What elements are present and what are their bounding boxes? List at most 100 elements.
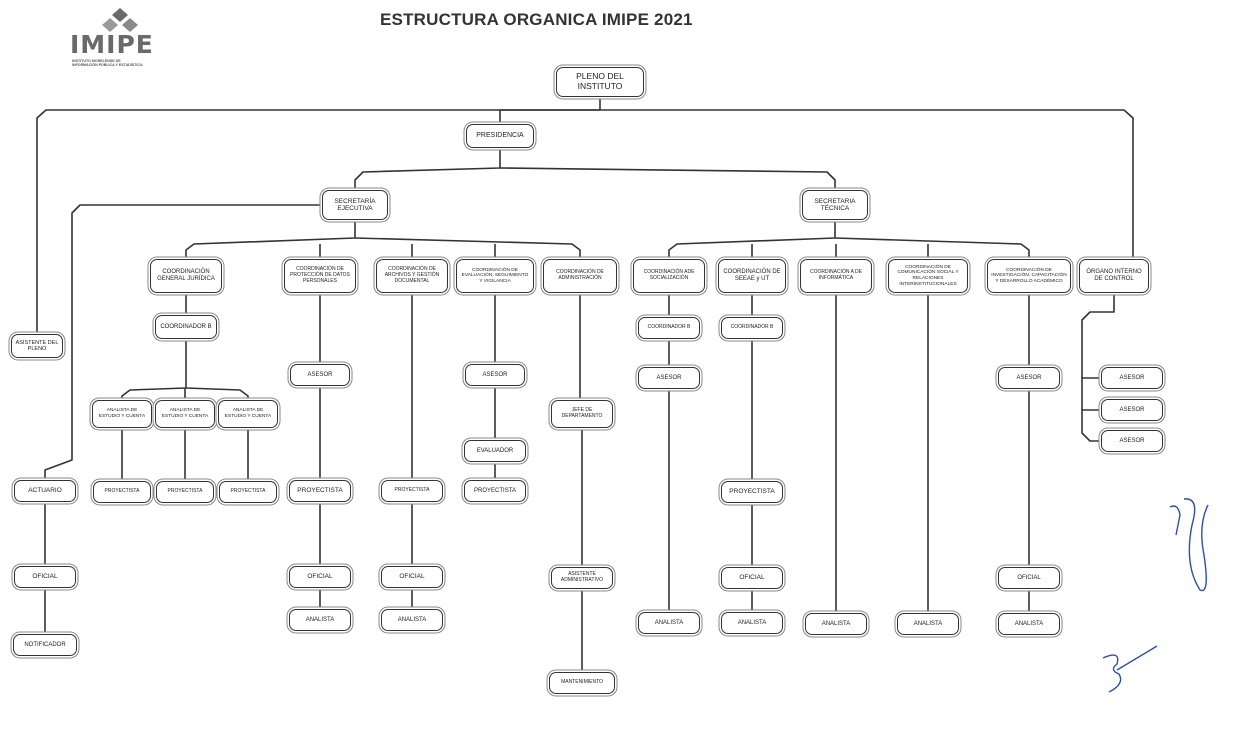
node-label: COORDINACIÓN DE COMUNICACIÓN SOCIAL Y RE… (897, 264, 959, 287)
node-asesor-investigacion: ASESOR (998, 367, 1060, 389)
node-label: ANALISTA (1014, 620, 1044, 627)
node-organo-control: ÓRGANO INTERNO DE CONTROL (1079, 259, 1149, 293)
node-label: COORDINADOR B (160, 323, 212, 330)
node-label: OFICIAL (32, 573, 58, 581)
node-label: MANTENIMIENTO (561, 679, 603, 686)
node-label: PLENO DEL INSTITUTO (576, 71, 624, 91)
signature-stroke-1 (1169, 498, 1209, 592)
node-label: ANALISTA DE ESTUDIO Y CUENTA (161, 408, 209, 419)
node-label: COORDINACIÓN DE EVALUACIÓN, SEGUIMIENTO … (461, 267, 529, 284)
node-actuario: ACTUARIO (14, 480, 76, 502)
node-label: ANALISTA DE ESTUDIO Y CUENTA (98, 408, 146, 419)
node-label: ANALISTA (821, 620, 851, 627)
node-label: OFICIAL (307, 573, 333, 581)
connector-line (121, 339, 187, 400)
node-label: ÓRGANO INTERNO DE CONTROL (1086, 269, 1142, 282)
node-analista-datos: ANALISTA (289, 609, 351, 631)
node-label: ANALISTA (913, 620, 943, 627)
connector-line (668, 220, 836, 259)
node-label: ASESOR (656, 374, 682, 381)
node-label: ANALISTA (654, 619, 684, 626)
node-coordinador-b-seeae: COORDINADOR B (721, 317, 783, 339)
logo-cube-icon (102, 8, 138, 32)
node-label: ACTUARIO (28, 487, 62, 495)
node-label: ASESOR (482, 371, 508, 378)
logo-subtitle-line-2: INFORMACIÓN PÚBLICA Y ESTADÍSTICA (72, 63, 143, 67)
node-coord-archivos: COORDINACIÓN DE ARCHIVOS Y GESTIÓN DOCUM… (376, 259, 448, 293)
node-proyectista-1: PROYECTISTA (93, 481, 151, 503)
connector-line (354, 237, 581, 259)
node-label: COORDINACIÓN DE SEEAE y UT (723, 269, 781, 282)
node-coord-evaluacion: COORDINACIÓN DE EVALUACIÓN, SEGUIMIENTO … (456, 259, 534, 293)
node-coord-juridica: COORDINACIÓN GENERAL JURÍDICA (150, 259, 222, 293)
node-label: ANALISTA DE ESTUDIO Y CUENTA (224, 408, 272, 419)
node-oficial-investigacion: OFICIAL (998, 567, 1060, 589)
node-label: ASESOR (1119, 374, 1145, 381)
node-label: PROYECTISTA (297, 487, 343, 495)
node-label: SECRETARÍA EJECUTIVA (334, 197, 376, 212)
node-label: EVALUADOR (476, 447, 514, 454)
connector-line (1081, 293, 1115, 442)
node-coordinador-b-social: COORDINADOR B (638, 317, 700, 339)
node-notificador: NOTIFICADOR (13, 634, 77, 656)
node-asesor-social: ASESOR (638, 367, 700, 389)
node-label: NOTIFICADOR (24, 641, 66, 648)
connector-line (834, 237, 1030, 259)
node-analista-3: ANALISTA DE ESTUDIO Y CUENTA (218, 400, 278, 428)
node-analista-social: ANALISTA (638, 612, 700, 634)
node-label: ASISTENTE DEL PLENO (15, 339, 59, 352)
node-secretaria-tecnica: SECRETARIA TÉCNICA (802, 190, 868, 220)
signature-stroke-2 (1102, 645, 1158, 693)
node-coordinador-b-juridica: COORDINADOR B (155, 315, 217, 339)
node-coord-informatica: COORDINACIÓN A DE INFORMÁTICA (800, 259, 872, 293)
signature-mark-1 (1162, 495, 1222, 605)
connector-line (499, 167, 836, 190)
node-proyectista-2: PROYECTISTA (156, 481, 214, 503)
logo-subtitle: INSTITUTO MORELENSE DE INFORMACIÓN PÚBLI… (72, 59, 182, 67)
connector-line (36, 109, 1134, 334)
node-label: PROYECTISTA (394, 487, 430, 494)
node-label: PROYECTISTA (104, 488, 140, 495)
node-label: SECRETARIA TÉCNICA (814, 197, 856, 212)
node-proyectista-datos: PROYECTISTA (289, 480, 351, 502)
node-analista-investigacion: ANALISTA (998, 613, 1060, 635)
node-coord-investigacion: COORDINACIÓN DE INVESTIGACIÓN, CAPACITAC… (987, 259, 1071, 293)
node-proyectista-eval: PROYECTISTA (464, 480, 526, 502)
node-label: ASESOR (1119, 406, 1145, 413)
node-label: PROYECTISTA (729, 488, 775, 496)
node-asistente-pleno: ASISTENTE DEL PLENO (11, 334, 63, 358)
node-proyectista-archivos: PROYECTISTA (381, 480, 443, 502)
node-label: COORDINACIÓN A DE INFORMÁTICA (810, 269, 862, 281)
page-title: ESTRUCTURA ORGANICA IMIPE 2021 (380, 10, 693, 29)
node-label: PROYECTISTA (474, 487, 516, 494)
node-label: ASESOR (307, 371, 333, 378)
node-label: COORDINADOR B (647, 324, 691, 331)
node-proyectista-3: PROYECTISTA (219, 481, 277, 503)
node-asesor-oic-3: ASESOR (1101, 430, 1163, 452)
node-mantenimiento: MANTENIMIENTO (549, 672, 615, 694)
node-label: COORDINACIÓN DE INVESTIGACIÓN, CAPACITAC… (991, 267, 1067, 284)
node-asesor-oic-1: ASESOR (1101, 367, 1163, 389)
node-label: COORDINADOR B (730, 324, 774, 331)
node-coord-seeae: COORDINACIÓN DE SEEAE y UT (718, 259, 786, 293)
node-label: OFICIAL (1017, 574, 1041, 581)
node-presidencia: PRESIDENCIA (466, 124, 534, 148)
node-pleno: PLENO DEL INSTITUTO (556, 67, 644, 97)
imipe-logo: IMIPE INSTITUTO MORELENSE DE INFORMACIÓN… (70, 6, 182, 67)
node-coord-datos: COORDINACIÓN DE PROTECCIÓN DE DATOS PERS… (284, 259, 356, 293)
node-proyectista-seeae: PROYECTISTA (721, 481, 783, 503)
signature-mark-2 (1095, 640, 1165, 700)
node-label: PROYECTISTA (167, 488, 203, 495)
node-label: COORDINACIÓN ADE SOCIALIZACIÓN (643, 269, 695, 281)
node-coord-admin: COORDINACIÓN DE ADMINISTRACIÓN (543, 259, 617, 293)
connector-line (185, 220, 356, 259)
node-label: COORDINACIÓN DE ADMINISTRACIÓN (556, 269, 604, 281)
logo-subtitle-line-1: INSTITUTO MORELENSE DE (72, 59, 121, 63)
node-label: ASISTENTE ADMINISTRATIVO (560, 571, 604, 583)
node-label: COORDINACIÓN DE ARCHIVOS Y GESTIÓN DOCUM… (384, 266, 440, 284)
node-label: COORDINACIÓN GENERAL JURÍDICA (157, 269, 215, 282)
node-asesor-eval: ASESOR (465, 364, 525, 386)
node-analista-seeae: ANALISTA (721, 612, 783, 634)
node-coord-socializacion: COORDINACIÓN ADE SOCIALIZACIÓN (633, 259, 705, 293)
